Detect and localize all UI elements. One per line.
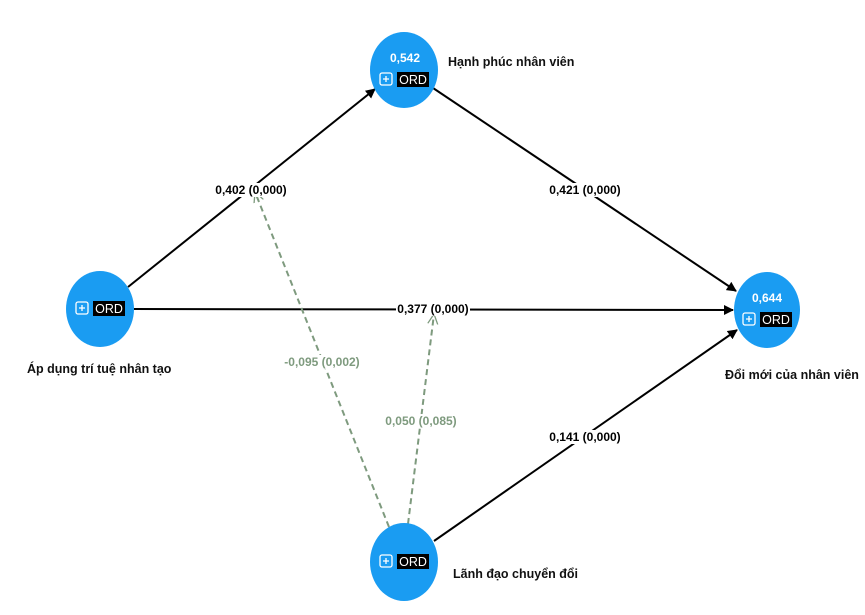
path-label-ai-wellbeing: 0,402 (0,000) — [214, 183, 288, 197]
r-squared-value: 0,542 — [390, 51, 420, 65]
moderation-label-ai-wellbeing: -0,095 (0,002) — [284, 355, 360, 369]
path-label-leadership-innovation: 0,141 (0,000) — [548, 430, 622, 444]
expand-plus-icon[interactable] — [379, 554, 393, 568]
node-transformational-leadership[interactable]: ORD — [370, 523, 438, 601]
coefficient-label: 0,050 (0,085) — [385, 414, 456, 428]
ord-badge-label: ORD — [95, 302, 123, 316]
coefficient-label: 0,141 (0,000) — [549, 430, 620, 444]
node-name-ai-adoption: Áp dụng trí tuệ nhân tạo — [27, 361, 172, 376]
node-employee-innovation[interactable]: 0,644 ORD — [734, 272, 800, 348]
path-label-wellbeing-innovation: 0,421 (0,000) — [548, 183, 622, 197]
coefficient-label: -0,095 (0,002) — [284, 355, 359, 369]
ord-badge-label: ORD — [399, 73, 427, 87]
node-name-transformational-leadership: Lãnh đạo chuyển đổi — [453, 567, 578, 581]
coefficient-label: 0,421 (0,000) — [549, 183, 620, 197]
node-name-employee-wellbeing: Hạnh phúc nhân viên — [448, 55, 574, 69]
r-squared-value: 0,644 — [752, 291, 782, 305]
node-ai-adoption[interactable]: ORD — [66, 271, 134, 347]
expand-plus-icon[interactable] — [742, 312, 756, 326]
ord-badge — [760, 312, 792, 327]
ord-badge-label: ORD — [762, 313, 790, 327]
ord-badge-label: ORD — [399, 555, 427, 569]
moderation-label-ai-innovation: 0,050 (0,085) — [384, 414, 458, 428]
expand-plus-icon[interactable] — [379, 72, 393, 86]
node-employee-wellbeing[interactable]: 0,542 ORD — [370, 32, 438, 108]
path-label-ai-innovation: 0,377 (0,000) — [396, 302, 470, 316]
ord-badge — [93, 301, 125, 316]
ord-badge — [397, 554, 429, 569]
ord-badge — [397, 72, 429, 87]
expand-plus-icon[interactable] — [75, 301, 89, 315]
coefficient-label: 0,377 (0,000) — [397, 302, 468, 316]
coefficient-label: 0,402 (0,000) — [215, 183, 286, 197]
node-name-employee-innovation: Đổi mới của nhân viên — [725, 368, 859, 382]
